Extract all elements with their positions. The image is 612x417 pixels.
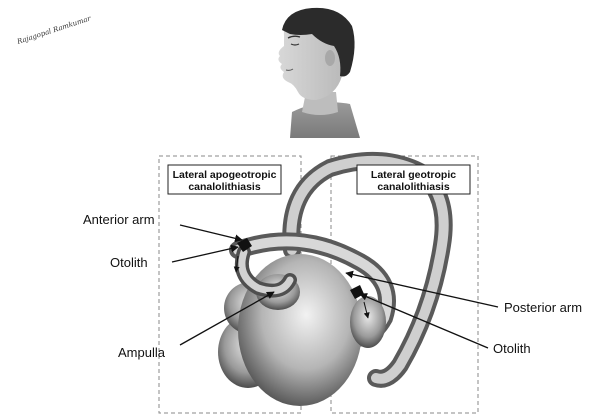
signature-text: Rajagopal Ramkumar bbox=[15, 14, 92, 46]
ampulla-label: Ampulla bbox=[118, 345, 166, 360]
right-ampulla-bulb bbox=[350, 296, 386, 348]
anterior-arm-label: Anterior arm bbox=[83, 212, 155, 227]
ear-shape bbox=[325, 50, 335, 66]
left-box-title-line1: Lateral apogeotropic bbox=[173, 169, 277, 181]
left-box-title-line2: canalolithiasis bbox=[188, 181, 261, 193]
otolith-right-label: Otolith bbox=[493, 341, 531, 356]
otolith-left-label: Otolith bbox=[110, 255, 148, 270]
right-dashed-box bbox=[331, 156, 478, 413]
right-box-title-line1: Lateral geotropic bbox=[371, 169, 456, 181]
vestibule-body bbox=[238, 254, 362, 406]
anterior-arm-pointer bbox=[180, 225, 242, 240]
otolith-left-pointer bbox=[172, 247, 238, 262]
posterior-arm-label: Posterior arm bbox=[504, 300, 582, 315]
right-box-title-line2: canalolithiasis bbox=[377, 181, 450, 193]
head-illustration bbox=[278, 8, 360, 138]
